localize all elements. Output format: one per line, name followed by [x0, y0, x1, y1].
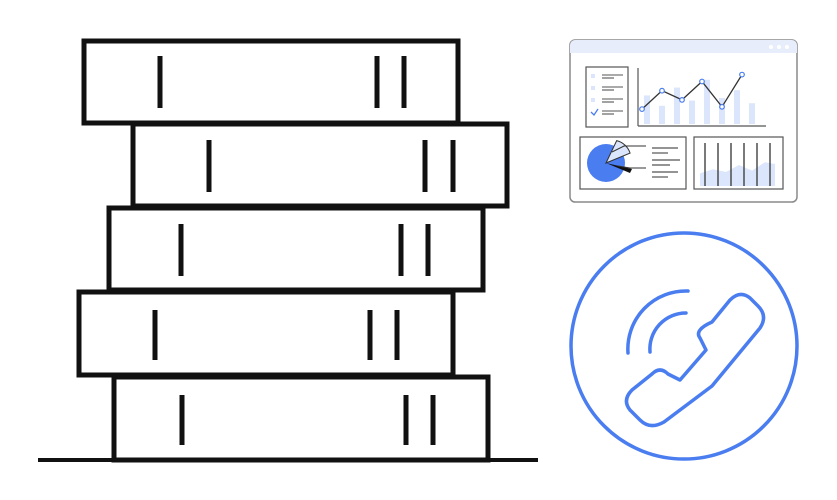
- trend-bar: [644, 95, 650, 124]
- phone-call-icon: [569, 231, 799, 461]
- checkbox-icon: [591, 74, 595, 78]
- signal-arc-outer: [626, 289, 690, 355]
- check-icon: [590, 108, 599, 117]
- trend-bar: [689, 100, 695, 124]
- checkbox-icon: [591, 86, 595, 90]
- trend-bar: [749, 103, 755, 124]
- phone-circle: [569, 231, 799, 461]
- trend-point: [679, 96, 685, 103]
- trend-point: [719, 103, 725, 110]
- trend-bar: [719, 98, 725, 124]
- checkbox-icon: [591, 98, 595, 102]
- trend-chart: [637, 68, 766, 127]
- window-dot: [785, 45, 789, 49]
- trend-bar: [734, 90, 740, 124]
- trend-point: [639, 106, 645, 112]
- trend-bar: [704, 79, 710, 124]
- book-bottom: [111, 374, 491, 463]
- pie-chart-icon: [587, 140, 646, 182]
- signal-arc-inner: [648, 311, 688, 354]
- trend-bar: [674, 87, 680, 124]
- analytics-dashboard-icon: [569, 39, 798, 203]
- trend-point: [699, 78, 705, 85]
- book-second: [130, 121, 510, 209]
- book-middle: [106, 205, 486, 293]
- book-top: [81, 38, 461, 126]
- book-stack-icon: [38, 38, 538, 463]
- window-dot: [777, 45, 781, 49]
- trend-point: [659, 87, 665, 94]
- checklist: [590, 74, 623, 117]
- column-chart: [700, 143, 775, 186]
- window-dots: [769, 45, 789, 49]
- trend-bar: [659, 105, 665, 124]
- trend-point: [739, 71, 745, 78]
- pie-legend: [652, 147, 680, 178]
- handset: [624, 292, 766, 428]
- book-fourth: [76, 289, 456, 378]
- window-dot: [769, 45, 773, 49]
- dashboard-header: [570, 40, 797, 53]
